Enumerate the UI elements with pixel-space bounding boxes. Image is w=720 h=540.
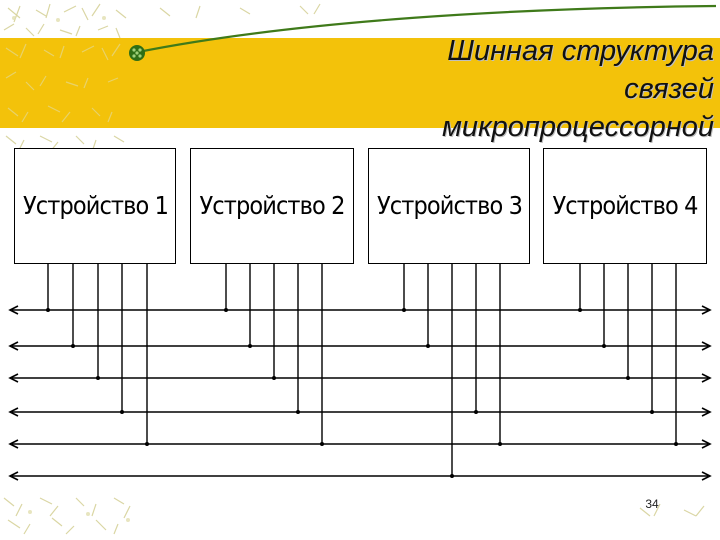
device-1-junction-4 <box>120 410 124 414</box>
arrow-left-icon <box>8 407 19 417</box>
device-box-1: Устройство 1 <box>14 148 176 264</box>
arrow-right-icon <box>701 471 712 481</box>
page-number: 34 <box>645 497 659 511</box>
device-1-junction-3 <box>96 376 100 380</box>
arrow-left-icon <box>8 471 19 481</box>
device-box-3: Устройство 3 <box>368 148 530 264</box>
device-3-junction-2 <box>426 344 430 348</box>
device-label-2: Устройство 2 <box>199 191 345 220</box>
device-2-junction-5 <box>320 442 324 446</box>
title-underline-curve <box>137 4 717 54</box>
device-4-junction-5 <box>674 442 678 446</box>
device-2-junction-1 <box>224 308 228 312</box>
device-4-junction-1 <box>578 308 582 312</box>
title-line-3: микропроцессорной <box>441 111 714 143</box>
device-label-1: Устройство 1 <box>23 191 169 220</box>
arrow-right-icon <box>701 439 712 449</box>
device-1-junction-2 <box>71 344 75 348</box>
device-box-4: Устройство 4 <box>543 148 707 264</box>
device-3-junction-4 <box>474 410 478 414</box>
device-3-junction-1 <box>402 308 406 312</box>
title-accent <box>129 4 717 61</box>
arrow-right-icon <box>701 373 712 383</box>
arrow-left-icon <box>8 305 19 315</box>
title-line-1: Шинная структура <box>447 35 714 67</box>
arrow-left-icon <box>8 373 19 383</box>
device-2-junction-2 <box>248 344 252 348</box>
arrow-left-icon <box>8 341 19 351</box>
device-label-3: Устройство 3 <box>377 191 523 220</box>
device-1-junction-1 <box>46 308 50 312</box>
title-band: Шинная структура связей микропроцессорно… <box>0 35 720 143</box>
device-3-junction-3 <box>450 474 454 478</box>
device-4-junction-3 <box>626 376 630 380</box>
device-label-4: Устройство 4 <box>552 191 698 220</box>
device-1-junction-5 <box>145 442 149 446</box>
arrow-left-icon <box>8 439 19 449</box>
arrow-right-icon <box>701 305 712 315</box>
device-3-junction-5 <box>498 442 502 446</box>
device-4-junction-2 <box>602 344 606 348</box>
title-band-pattern <box>5 43 121 123</box>
green-bead-icon <box>129 45 145 61</box>
arrow-right-icon <box>701 341 712 351</box>
device-4-junction-4 <box>650 410 654 414</box>
device-box-2: Устройство 2 <box>190 148 354 264</box>
arrow-right-icon <box>701 407 712 417</box>
title-line-2: связей <box>624 73 714 105</box>
device-2-junction-3 <box>272 376 276 380</box>
slide-title: Шинная структура связей микропроцессорно… <box>214 32 714 146</box>
device-2-junction-4 <box>296 410 300 414</box>
